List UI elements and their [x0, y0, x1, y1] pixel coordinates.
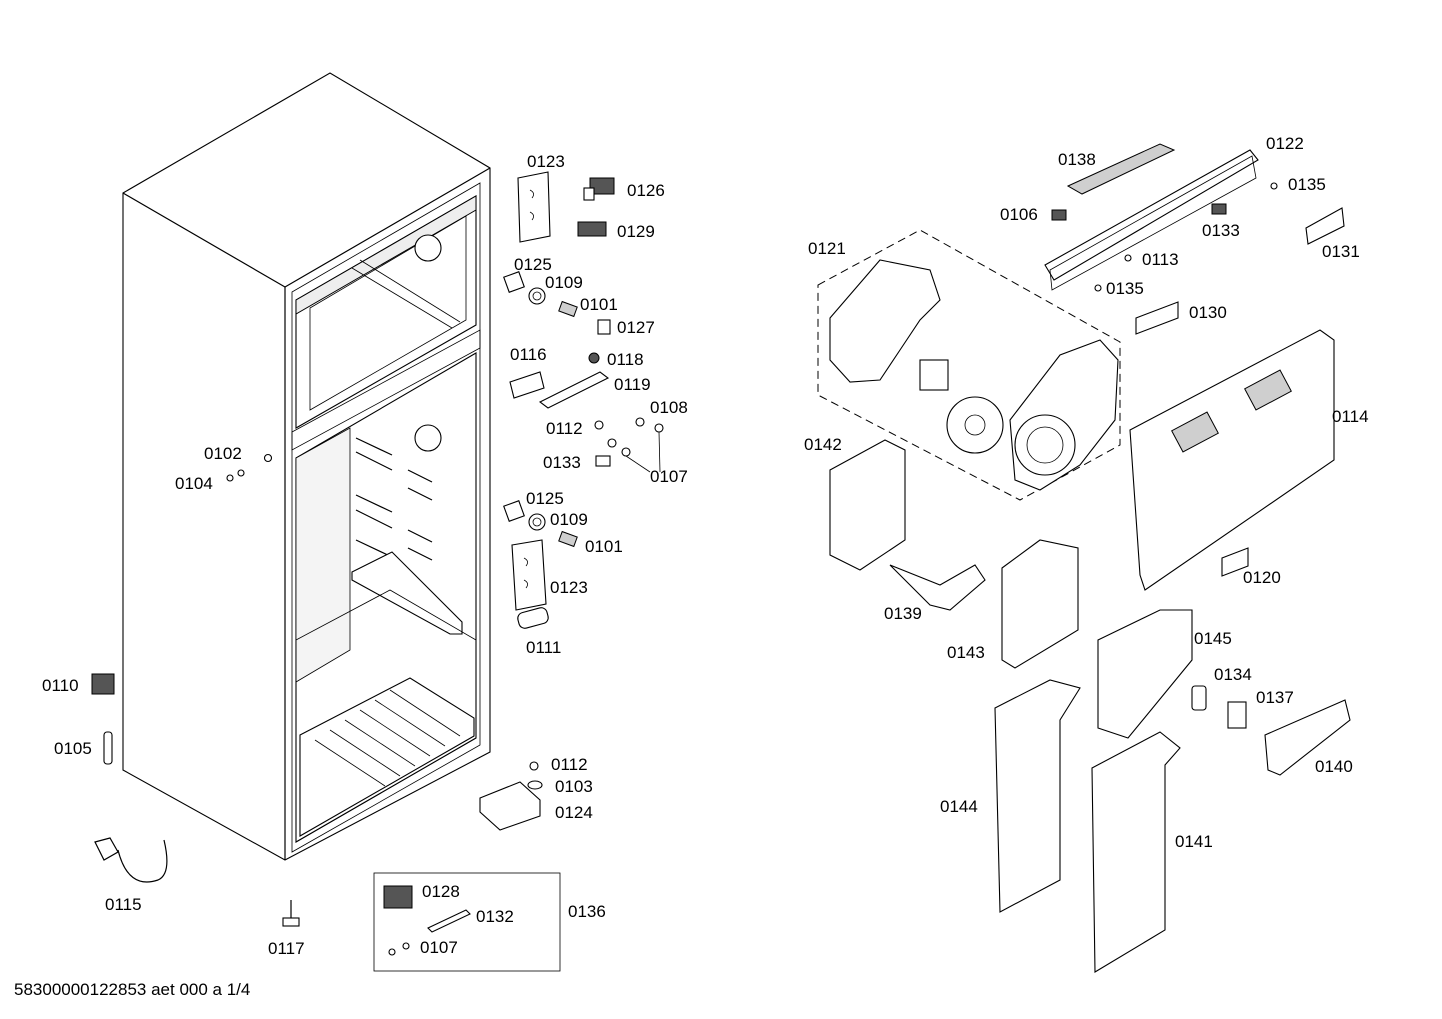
label-0127: 0127: [617, 318, 655, 337]
label-0112: 0112: [551, 755, 588, 774]
label-0126: 0126: [627, 181, 665, 200]
label-0104: 0104: [175, 474, 213, 493]
label-0117: 0117: [268, 939, 305, 958]
label-0115: 0115: [105, 895, 142, 914]
label-0123: 0123: [550, 578, 588, 597]
label-0103: 0103: [555, 777, 593, 796]
shelf-supports: [355, 437, 433, 561]
label-0144: 0144: [940, 797, 978, 816]
label-0106: 0106: [1000, 205, 1038, 224]
label-0140: 0140: [1315, 757, 1353, 776]
label-0145: 0145: [1194, 629, 1232, 648]
part-labels: 0123 0126 0129 0125 0109 0101 0127 0116 …: [42, 134, 1369, 958]
label-0134: 0134: [1214, 665, 1252, 684]
label-0114: 0114: [1332, 407, 1369, 426]
label-0113: 0113: [1142, 250, 1179, 269]
label-0110: 0110: [42, 676, 79, 695]
label-0119: 0119: [614, 375, 651, 394]
crisper-ribs: [314, 689, 461, 787]
label-0102: 0102: [204, 444, 242, 463]
label-0105: 0105: [54, 739, 92, 758]
label-0135: 0135: [1106, 279, 1144, 298]
kit-0136-frame: [373, 872, 561, 972]
label-0141: 0141: [1175, 832, 1213, 851]
label-0101: 0101: [580, 295, 618, 314]
label-0133: 0133: [543, 453, 581, 472]
label-0133: 0133: [1202, 221, 1240, 240]
label-0101: 0101: [585, 537, 623, 556]
document-id: 58300000122853 aet 000 a 1/4: [14, 980, 251, 999]
label-0139: 0139: [884, 604, 922, 623]
label-0107: 0107: [650, 467, 688, 486]
label-0138: 0138: [1058, 150, 1096, 169]
label-0111: 0111: [526, 638, 561, 657]
cabinet-hardware: [91, 171, 664, 972]
label-0108: 0108: [650, 398, 688, 417]
label-0120: 0120: [1243, 568, 1281, 587]
label-0142: 0142: [804, 435, 842, 454]
label-0121: 0121: [808, 239, 846, 258]
label-0124: 0124: [555, 803, 593, 822]
label-0128: 0128: [422, 882, 460, 901]
label-0137: 0137: [1256, 688, 1294, 707]
label-0118: 0118: [607, 350, 644, 369]
label-0107: 0107: [420, 938, 458, 957]
fan-assembly: [817, 143, 1351, 973]
label-0130: 0130: [1189, 303, 1227, 322]
label-0135: 0135: [1288, 175, 1326, 194]
label-0116: 0116: [510, 345, 547, 364]
label-0122: 0122: [1266, 134, 1304, 153]
label-0123: 0123: [527, 152, 565, 171]
label-0112: 0112: [546, 419, 583, 438]
label-0132: 0132: [476, 907, 514, 926]
label-0109: 0109: [550, 510, 588, 529]
label-0131: 0131: [1322, 242, 1360, 261]
label-0143: 0143: [947, 643, 985, 662]
label-0125: 0125: [526, 489, 564, 508]
label-0136: 0136: [568, 902, 606, 921]
label-0109: 0109: [545, 273, 583, 292]
label-0129: 0129: [617, 222, 655, 241]
label-0125: 0125: [514, 255, 552, 274]
refrigerator-cabinet: [122, 72, 491, 861]
